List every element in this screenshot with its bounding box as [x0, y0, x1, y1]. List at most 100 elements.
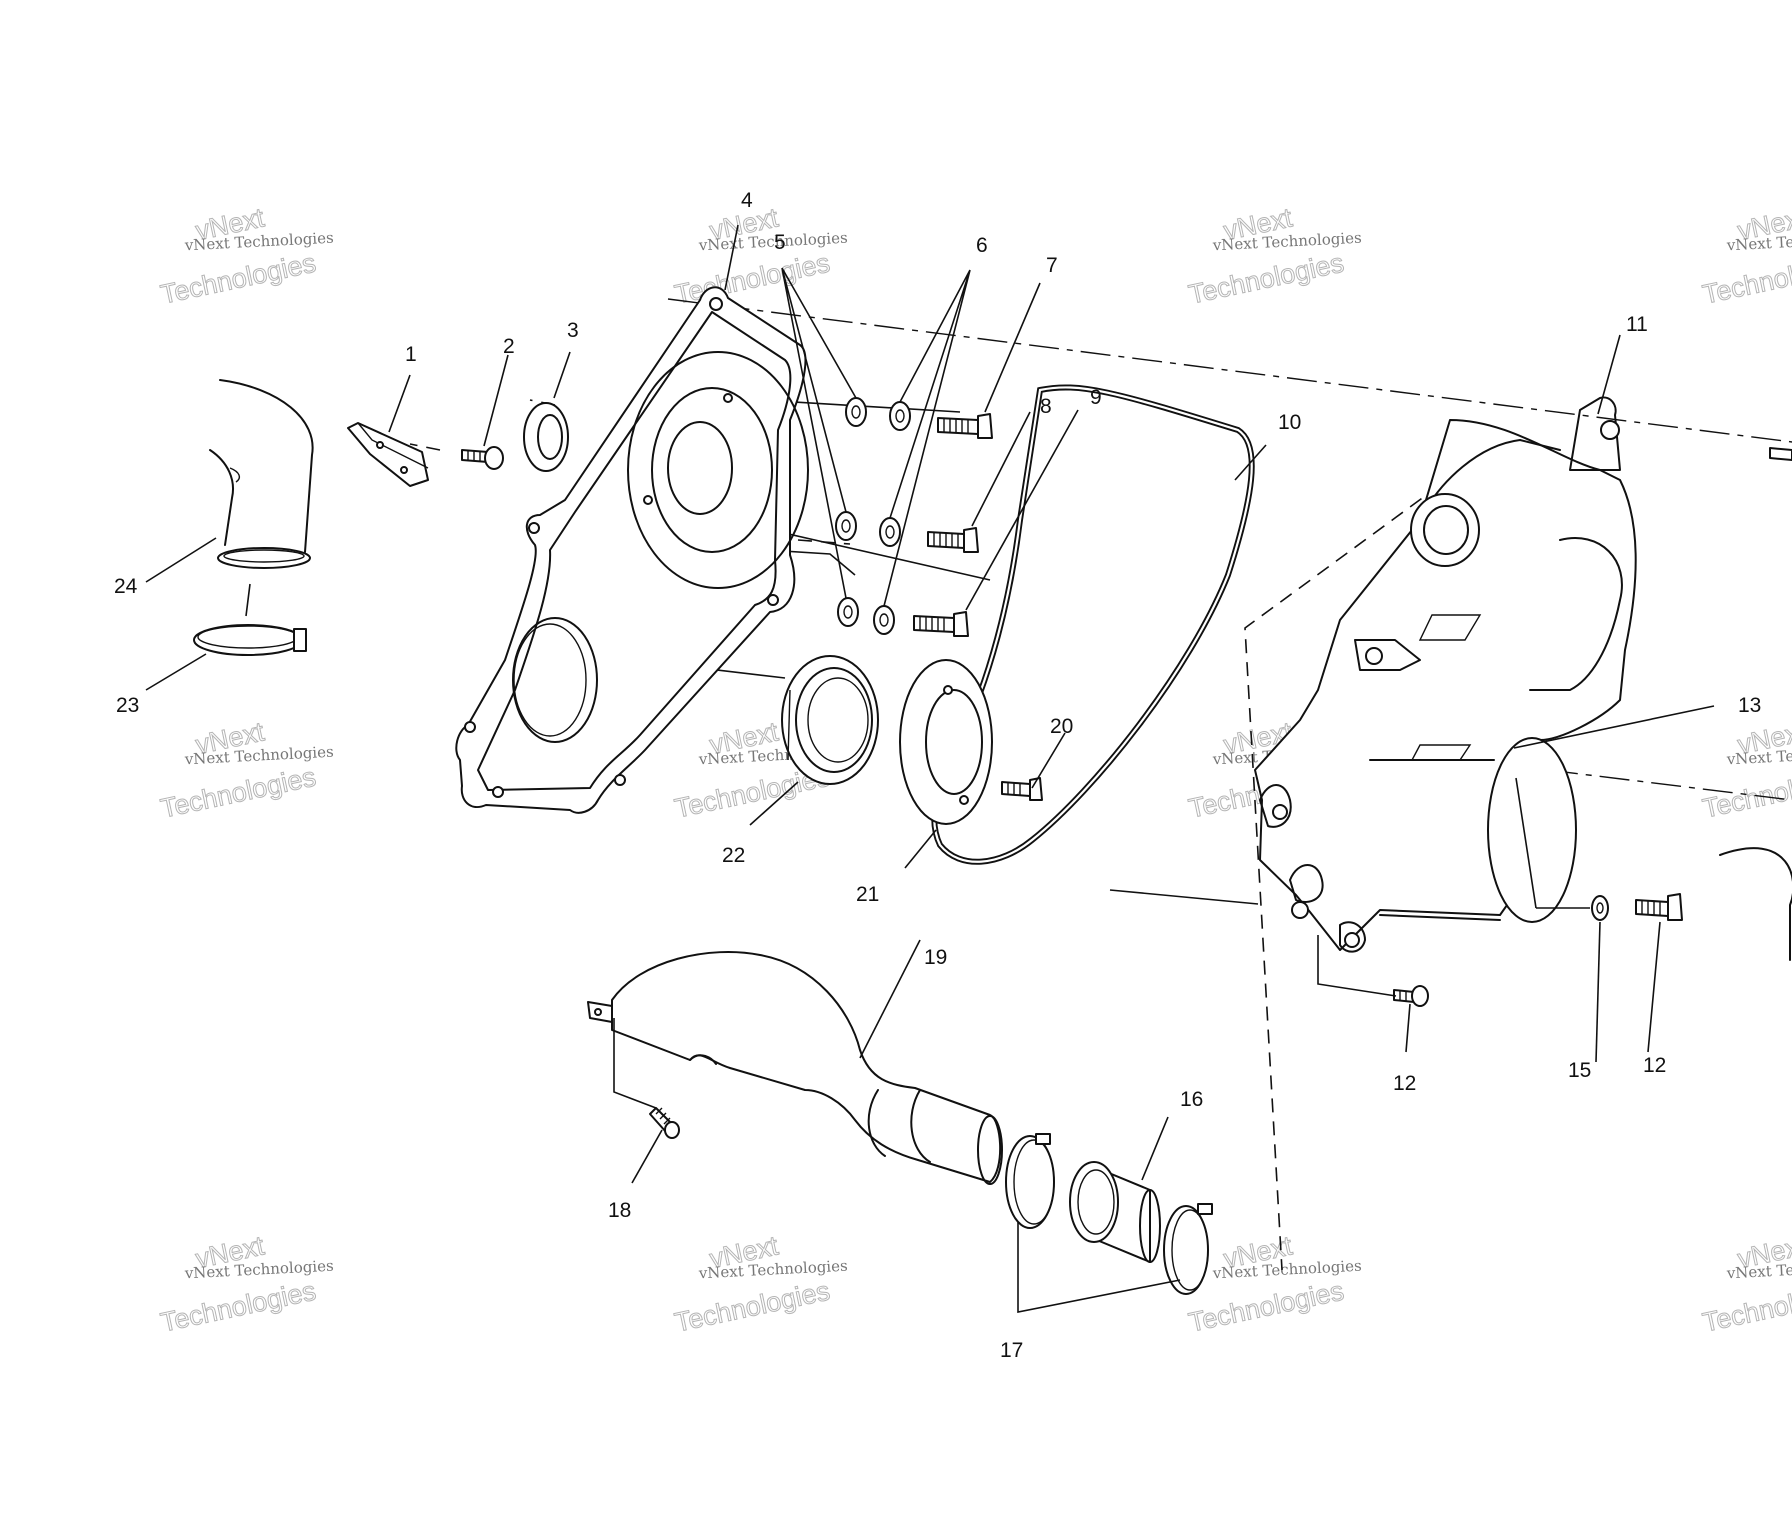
- screw-shank: [461, 449, 489, 463]
- part-7-8-9-cap-screws: [913, 413, 993, 637]
- part-21-bearing-plate: [899, 659, 993, 825]
- grommet-inner: [537, 414, 563, 460]
- leader-8: [971, 411, 1031, 527]
- screw-shank: [1001, 781, 1031, 797]
- leader-5: [781, 267, 857, 599]
- part-24-duct-elbow: [209, 379, 314, 569]
- leader-11: [1597, 334, 1621, 415]
- plate-hub: [925, 689, 983, 795]
- screw-head: [1029, 777, 1043, 801]
- callout-6: 6: [976, 234, 988, 257]
- cover-drive-boss-mid: [651, 387, 773, 553]
- leader-2: [483, 354, 509, 447]
- callout-12-right: 12: [1643, 1054, 1666, 1077]
- leader-3: [553, 351, 571, 399]
- leader-lines: [145, 224, 1715, 1313]
- watermark-text-big: Technologies: [672, 248, 832, 310]
- screw-thread: [1399, 990, 1407, 1002]
- leader-18-guide: [613, 1018, 657, 1109]
- seal-inner: [807, 677, 869, 763]
- callout-11: 11: [1626, 313, 1648, 336]
- part-3-grommet: [523, 402, 569, 472]
- plate-outer: [899, 659, 993, 825]
- outer-cover-clutch-dome: [1529, 537, 1623, 691]
- watermark: vNext Technologies vNext Technologies: [158, 202, 335, 310]
- elbow-detail: [229, 467, 241, 483]
- outer-cover-ear-hole: [1600, 420, 1620, 440]
- part-5-6-washers: [835, 397, 911, 635]
- leader-15: [1595, 921, 1601, 1063]
- watermark: vNext Technologies vNext Technologies: [672, 1230, 849, 1338]
- cover-drive-boss-outer: [627, 351, 809, 589]
- washer-hole: [895, 409, 905, 423]
- leader-16: [1141, 1116, 1169, 1181]
- plate-hole: [943, 685, 953, 695]
- screw-head: [664, 1121, 680, 1139]
- washer-5: [835, 511, 857, 541]
- leader-6: [883, 269, 971, 607]
- outer-cover-vent: [1418, 614, 1482, 641]
- elbow-outline-outer: [219, 379, 314, 553]
- watermark: vNext Technologies vNext Technologies: [1186, 1230, 1363, 1338]
- leader-23: [145, 653, 207, 691]
- leader-22: [749, 781, 799, 826]
- washer-hole: [841, 519, 851, 533]
- outer-cover-ear-mid: [1354, 639, 1421, 671]
- screw-head: [963, 527, 979, 553]
- watermark: vNext Technologies vNext Technologies: [158, 1230, 335, 1338]
- callout-23: 23: [116, 694, 139, 717]
- part-23-hose-clamp: [193, 624, 307, 656]
- callout-20: 20: [1050, 715, 1073, 738]
- screw-12-right: [1635, 893, 1683, 921]
- coupler-far-end: [1139, 1189, 1161, 1263]
- watermark-text-big: Technologies: [1186, 1276, 1346, 1338]
- cover-bolt-hole: [643, 495, 653, 505]
- watermark: vNext Technologies vNext Technologies: [1700, 716, 1792, 824]
- leader-10: [1234, 444, 1267, 481]
- elbow-outline-inner: [209, 449, 234, 546]
- clamp-screw: [1197, 1203, 1213, 1215]
- cover-bolt-hole: [709, 297, 723, 311]
- leader-15-guide: [1515, 777, 1537, 909]
- washer-5: [837, 597, 859, 627]
- axis-right: [1547, 769, 1792, 801]
- washer-6: [889, 401, 911, 431]
- outer-cover-ear-hole: [1291, 901, 1309, 919]
- callout-22: 22: [722, 844, 745, 867]
- duct-rib: [910, 1089, 931, 1163]
- screw-thread: [655, 1107, 671, 1125]
- bracket-body: [347, 422, 429, 487]
- screw-right-edge: [1769, 447, 1792, 461]
- callout-10: 10: [1278, 411, 1301, 434]
- leader-4: [724, 224, 739, 291]
- screw-thread: [943, 418, 969, 434]
- leader-20: [1031, 732, 1066, 789]
- callout-19: 19: [924, 946, 947, 969]
- screw-thread: [919, 616, 945, 632]
- callout-13: 13: [1738, 694, 1761, 717]
- screw-shank: [1635, 899, 1669, 917]
- part-1-bracket: [347, 422, 429, 487]
- axis-dash: [409, 443, 441, 451]
- leader-13: [1513, 705, 1715, 749]
- washer-hole: [843, 605, 853, 619]
- watermark-text-big: Technologies: [158, 248, 318, 310]
- washer-6: [879, 517, 901, 547]
- cover-dashed-guide: [1244, 484, 1441, 1271]
- washer-5: [845, 397, 867, 427]
- outer-cover-ear-lower: [1339, 921, 1366, 953]
- bracket-fold: [357, 422, 429, 469]
- screw-shank: [1769, 447, 1792, 461]
- washer: [1591, 895, 1609, 921]
- screw-head: [977, 413, 993, 439]
- callout-24: 24: [114, 575, 138, 598]
- part-18-screw: [649, 1107, 680, 1139]
- callout-5: 5: [774, 231, 786, 254]
- callout-1: 1: [405, 343, 417, 366]
- outer-cover-ear-hole: [1272, 804, 1288, 820]
- outer-cover-ear-hole: [1344, 932, 1360, 948]
- duct-body: [611, 951, 1002, 1183]
- leader-24: [145, 537, 217, 583]
- screw-thread: [1007, 782, 1021, 796]
